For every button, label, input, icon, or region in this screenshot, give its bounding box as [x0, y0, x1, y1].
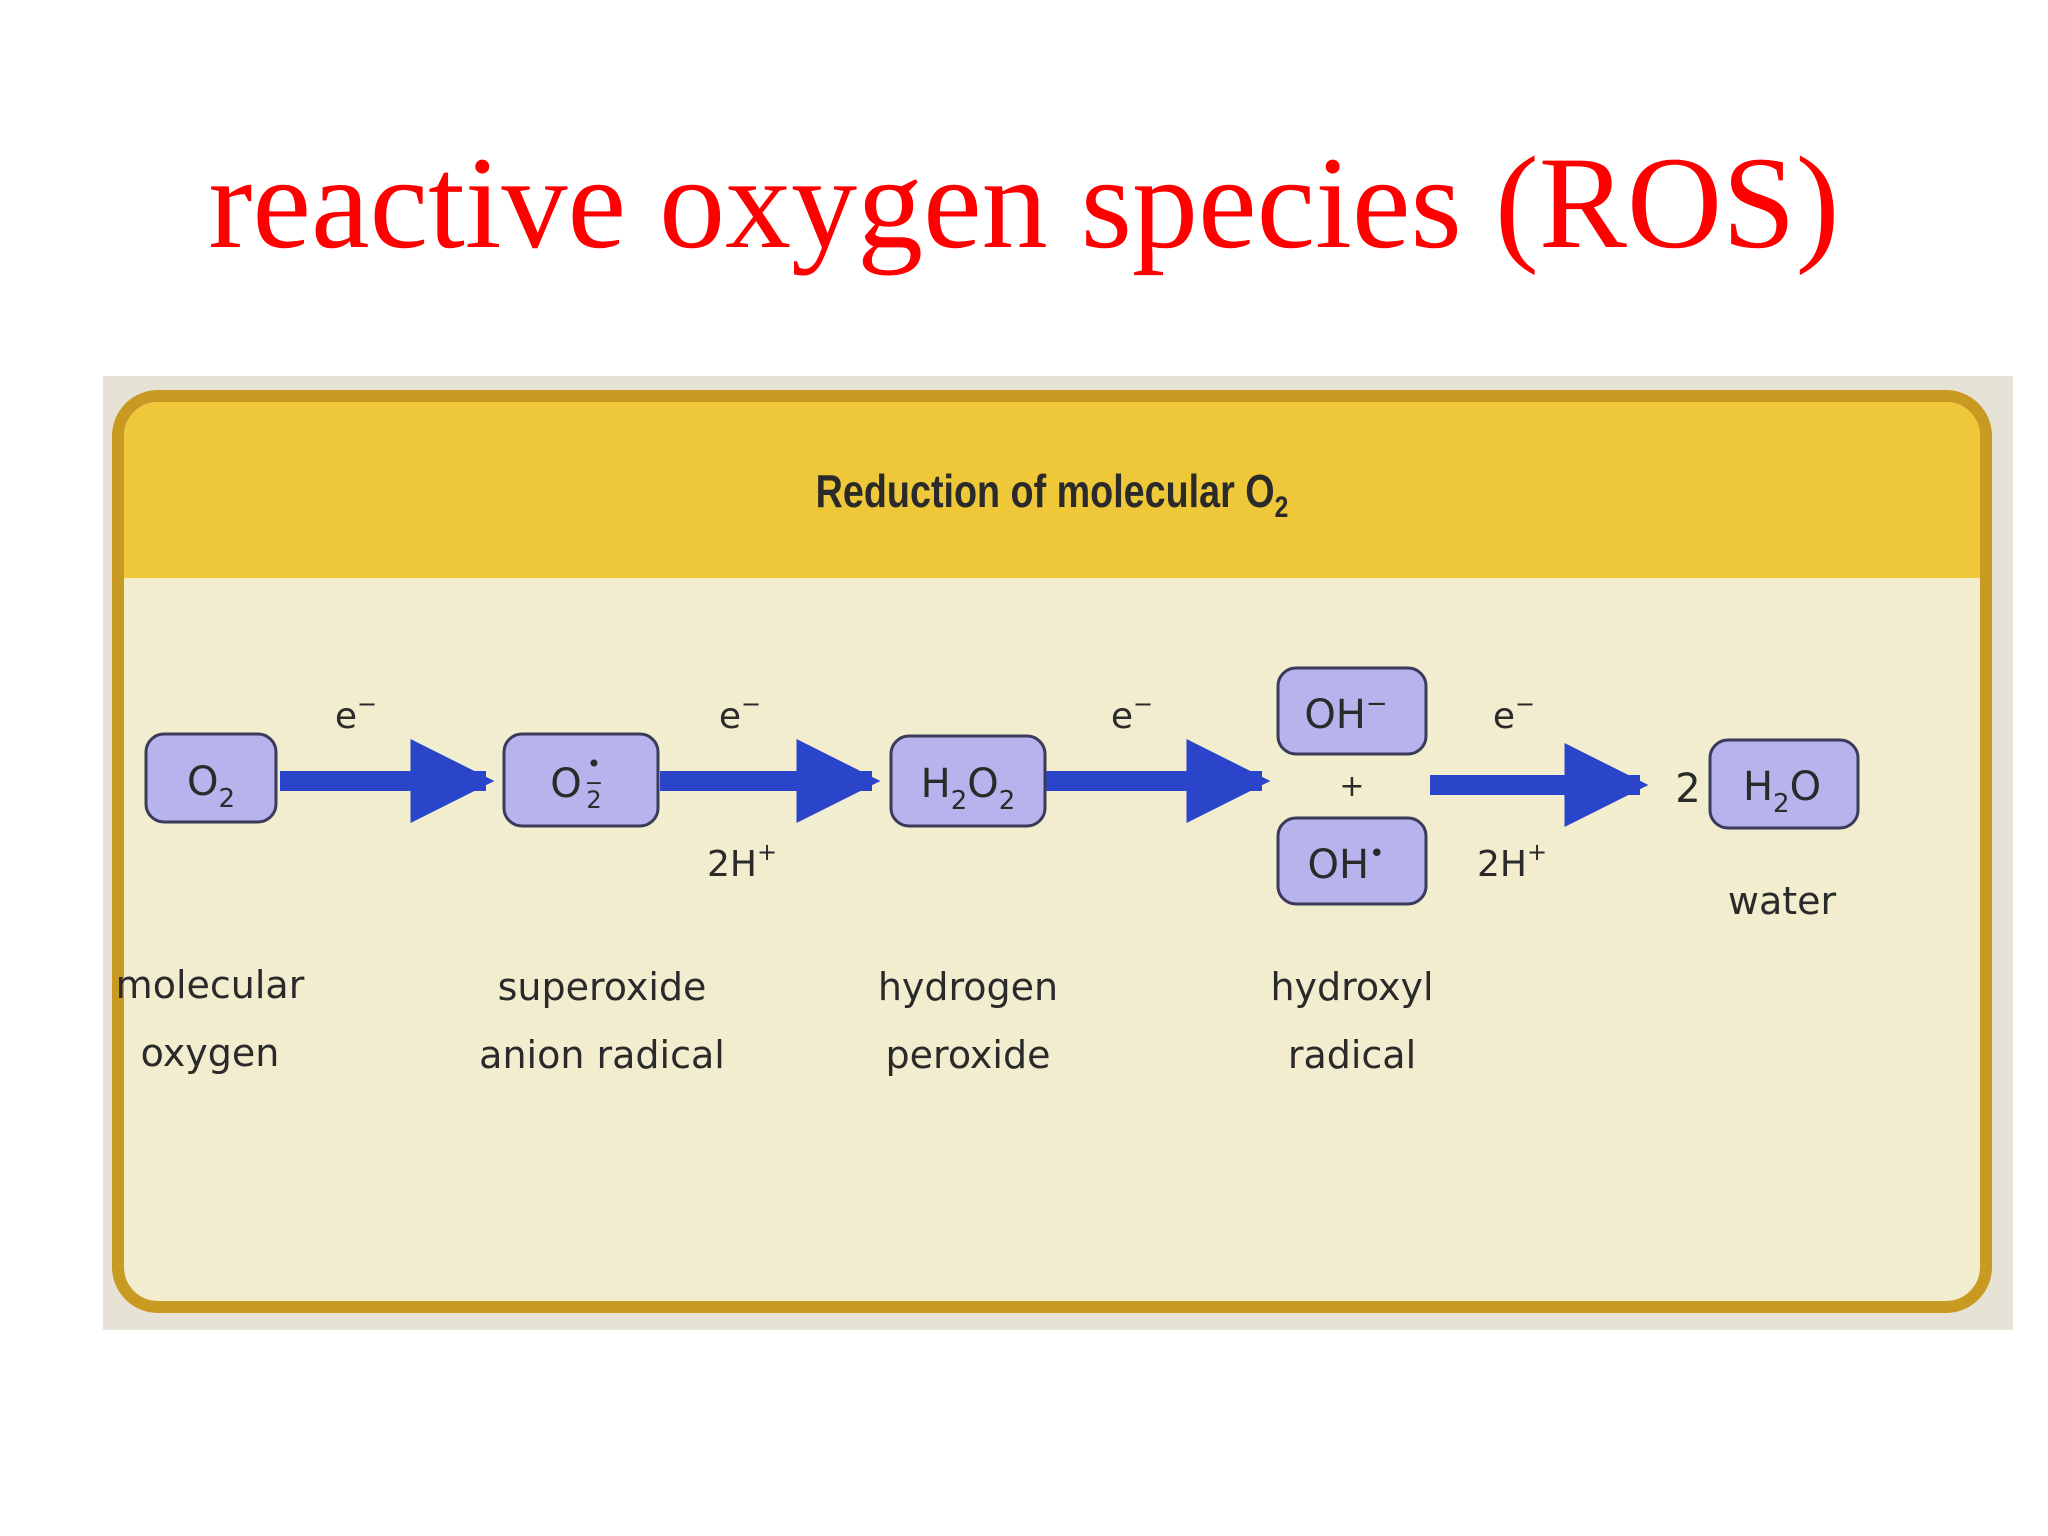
electron-label-step-2: e− [719, 690, 761, 737]
species-box [144, 732, 278, 824]
label-superoxide-line-2: anion radical [479, 1033, 725, 1077]
species-hydrogen-peroxide: H2O2 [889, 734, 1047, 828]
electron-label-step-3: e− [1111, 690, 1153, 737]
label-hydrogen-peroxide-line-1: hydrogen [878, 965, 1058, 1009]
species-box [502, 732, 660, 828]
formula-h2o2: H2O2 [921, 761, 1016, 816]
formula-o2: O2 [187, 759, 235, 814]
superoxide-subscript: 2 [586, 786, 601, 814]
label-water: water [1728, 879, 1837, 923]
label-molecular-oxygen-line-1: molecular [116, 963, 305, 1007]
species-box [889, 734, 1047, 828]
species-names: molecular oxygen superoxide anion radica… [116, 879, 1837, 1077]
formula-h2o: H2O [1743, 764, 1821, 819]
species-superoxide: O • 2 − [502, 732, 660, 828]
superoxide-radical-dot: • [587, 750, 601, 778]
formula-superoxide: O [550, 761, 581, 807]
proton-label-step-4: 2H+ [1477, 838, 1547, 885]
species-o2: O2 [144, 732, 278, 824]
proton-label-step-2: 2H+ [707, 838, 777, 885]
label-molecular-oxygen-line-2: oxygen [141, 1031, 280, 1075]
superoxide-charge: − [585, 771, 603, 796]
plus-sign: + [1339, 769, 1364, 804]
label-superoxide-line-1: superoxide [498, 965, 707, 1009]
species-hydroxyl: OH− + OH• [1276, 666, 1428, 906]
formula-hydroxide: OH− [1304, 689, 1387, 738]
electron-labels: e− e− e− e− [335, 690, 1535, 737]
panel-header: Reduction of molecular O2 [124, 402, 1980, 578]
label-hydroxyl-radical-line-2: radical [1288, 1033, 1416, 1077]
label-hydrogen-peroxide-line-2: peroxide [886, 1033, 1051, 1077]
species-box [1708, 738, 1860, 830]
proton-labels: 2H+ 2H+ [707, 838, 1547, 885]
electron-label-step-1: e− [335, 690, 377, 737]
electron-label-step-4: e− [1493, 690, 1535, 737]
label-hydroxyl-radical-line-1: hydroxyl [1270, 965, 1433, 1009]
species-box-bottom [1276, 816, 1428, 906]
slide-title: reactive oxygen species (ROS) [208, 129, 1840, 276]
water-coefficient: 2 [1675, 766, 1700, 812]
panel-heading: Reduction of molecular O2 [815, 465, 1289, 525]
formula-hydroxyl-radical: OH• [1308, 839, 1385, 888]
species-water: 2 H2O [1675, 738, 1860, 830]
reaction-arrows [280, 739, 1649, 827]
species-box-top [1276, 666, 1428, 756]
reduction-panel: Reduction of molecular O2 [112, 390, 1992, 1313]
